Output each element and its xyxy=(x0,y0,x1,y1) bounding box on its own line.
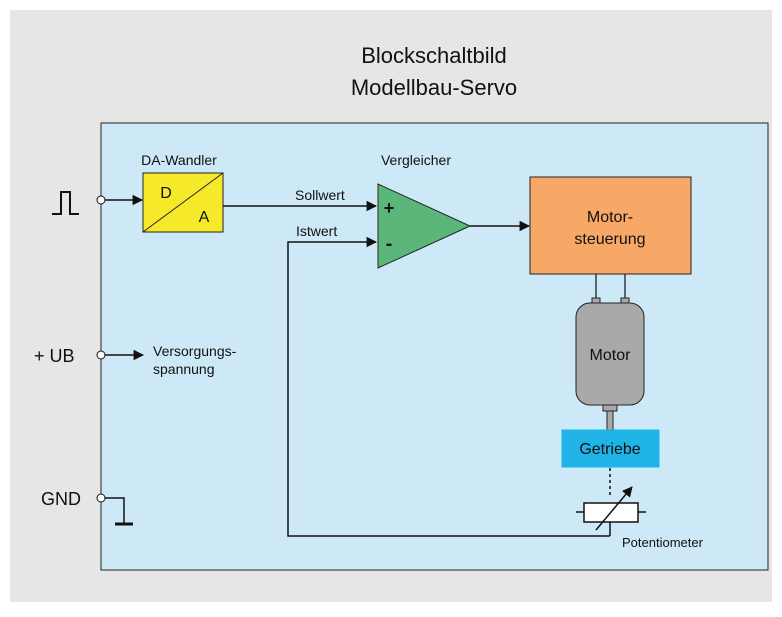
supply-label-line2: spannung xyxy=(153,361,215,377)
diagram-title-line1: Blockschaltbild xyxy=(361,43,507,68)
motor-shaft-collar xyxy=(602,404,618,412)
da-letter-a: A xyxy=(199,209,210,226)
supply-input-label: + UB xyxy=(34,346,75,366)
comparator-block xyxy=(377,183,472,269)
pwm-pulse-icon xyxy=(52,191,79,215)
diagram-title-line2: Modellbau-Servo xyxy=(351,75,517,100)
supply-label-line1: Versorgungs- xyxy=(153,343,237,359)
actual-value-label: Istwert xyxy=(296,223,337,239)
comparator-plus-sign: + xyxy=(384,198,395,218)
potentiometer-label: Potentiometer xyxy=(622,535,704,550)
pwm-input-terminal xyxy=(96,195,106,205)
motor-label: Motor xyxy=(590,347,632,364)
motor-shaft xyxy=(606,410,614,431)
da-converter-caption: DA-Wandler xyxy=(141,152,217,168)
ground-input-terminal xyxy=(96,493,106,503)
motor-control-label-line1: Motor- xyxy=(587,209,633,226)
da-letter-d: D xyxy=(160,185,172,202)
comparator-caption: Vergleicher xyxy=(381,152,451,168)
supply-input-terminal xyxy=(96,350,106,360)
da-converter-block xyxy=(142,172,224,233)
actual-value-feedback-line xyxy=(287,236,610,537)
comparator-minus-sign: - xyxy=(386,233,393,255)
ground-wire xyxy=(105,497,125,523)
motor-control-label-line2: steuerung xyxy=(574,231,645,248)
setpoint-label: Sollwert xyxy=(295,187,345,203)
ground-input-label: GND xyxy=(41,489,81,509)
potentiometer-adjust-arrow xyxy=(595,486,633,531)
gearbox-block xyxy=(561,429,660,468)
gearbox-label: Getriebe xyxy=(579,441,640,458)
motor-control-block xyxy=(529,176,692,275)
